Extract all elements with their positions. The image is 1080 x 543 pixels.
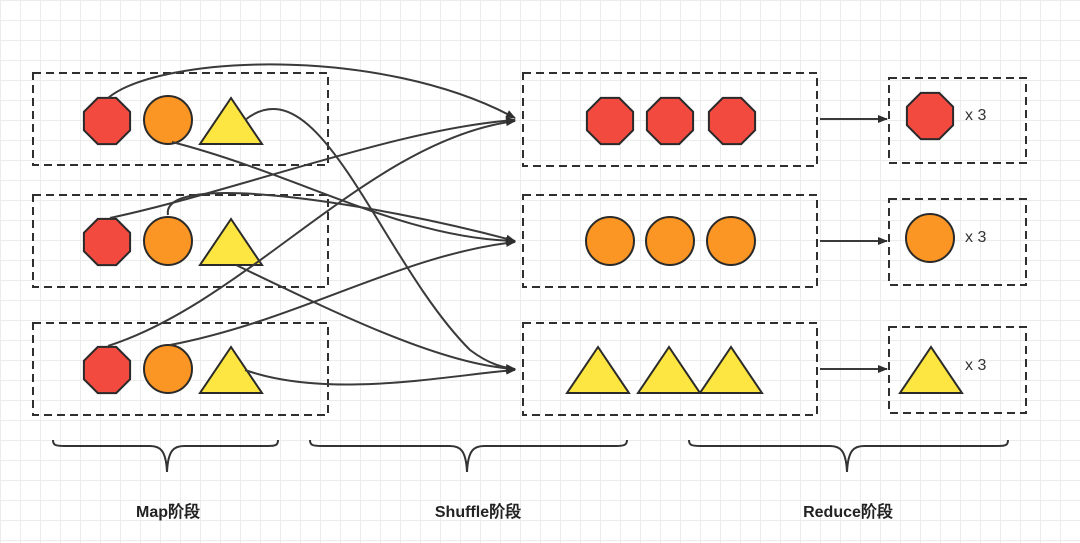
circle-icon <box>143 344 193 394</box>
map-stage-label: Map阶段 <box>136 502 201 521</box>
octagon-icon <box>707 96 757 146</box>
map-brace <box>52 439 279 473</box>
flow-yellow-2 <box>235 264 516 373</box>
reduce-stage: x 3 x 3 x 3 <box>888 77 1027 414</box>
reduce-brace <box>688 439 1009 473</box>
map-box-3 <box>32 322 329 416</box>
shuffle-box-red <box>522 72 818 167</box>
triangle-icon <box>636 345 702 394</box>
reduce-box-red <box>888 77 1027 164</box>
triangle-icon <box>698 345 764 394</box>
octagon-icon <box>82 217 132 267</box>
flow-orange-1 <box>171 141 516 245</box>
map-stage <box>32 72 329 416</box>
reduce-arrows <box>820 115 888 373</box>
stage-braces <box>52 439 1009 473</box>
circle-icon <box>905 213 955 263</box>
flow-red-2 <box>109 116 516 219</box>
flow-red-3 <box>107 118 516 347</box>
flow-red-1 <box>107 63 516 119</box>
octagon-icon <box>645 96 695 146</box>
flow-yellow-1 <box>244 108 516 373</box>
map-box-2 <box>32 194 329 288</box>
map-box-1 <box>32 72 329 166</box>
triangle-icon <box>198 96 264 145</box>
flow-orange-3 <box>169 239 516 346</box>
reduce-stage-label: Reduce阶段 <box>803 502 894 521</box>
circle-icon <box>645 216 695 266</box>
octagon-icon <box>82 96 132 146</box>
shuffle-stage <box>522 72 818 416</box>
octagon-icon <box>82 345 132 395</box>
shuffle-stage-label: Shuffle阶段 <box>435 502 522 521</box>
shuffle-brace <box>309 439 628 473</box>
triangle-icon <box>198 217 264 266</box>
triangle-icon <box>565 345 631 394</box>
circle-icon <box>706 216 756 266</box>
triangle-icon <box>198 345 264 394</box>
yellow-count-text: x 3 <box>965 357 986 374</box>
circle-icon <box>585 216 635 266</box>
red-count-text: x 3 <box>965 107 986 124</box>
shuffle-box-yellow <box>522 322 818 416</box>
shuffle-box-orange <box>522 194 818 288</box>
triangle-icon <box>898 345 964 394</box>
circle-icon <box>143 216 193 266</box>
orange-count-text: x 3 <box>965 229 986 246</box>
flow-orange-2 <box>166 192 516 243</box>
shuffle-flows <box>107 63 516 386</box>
flow-yellow-3 <box>244 366 516 386</box>
octagon-icon <box>905 91 955 141</box>
circle-icon <box>143 95 193 145</box>
reduce-box-yellow <box>888 326 1027 414</box>
octagon-icon <box>585 96 635 146</box>
reduce-box-orange <box>888 198 1027 286</box>
